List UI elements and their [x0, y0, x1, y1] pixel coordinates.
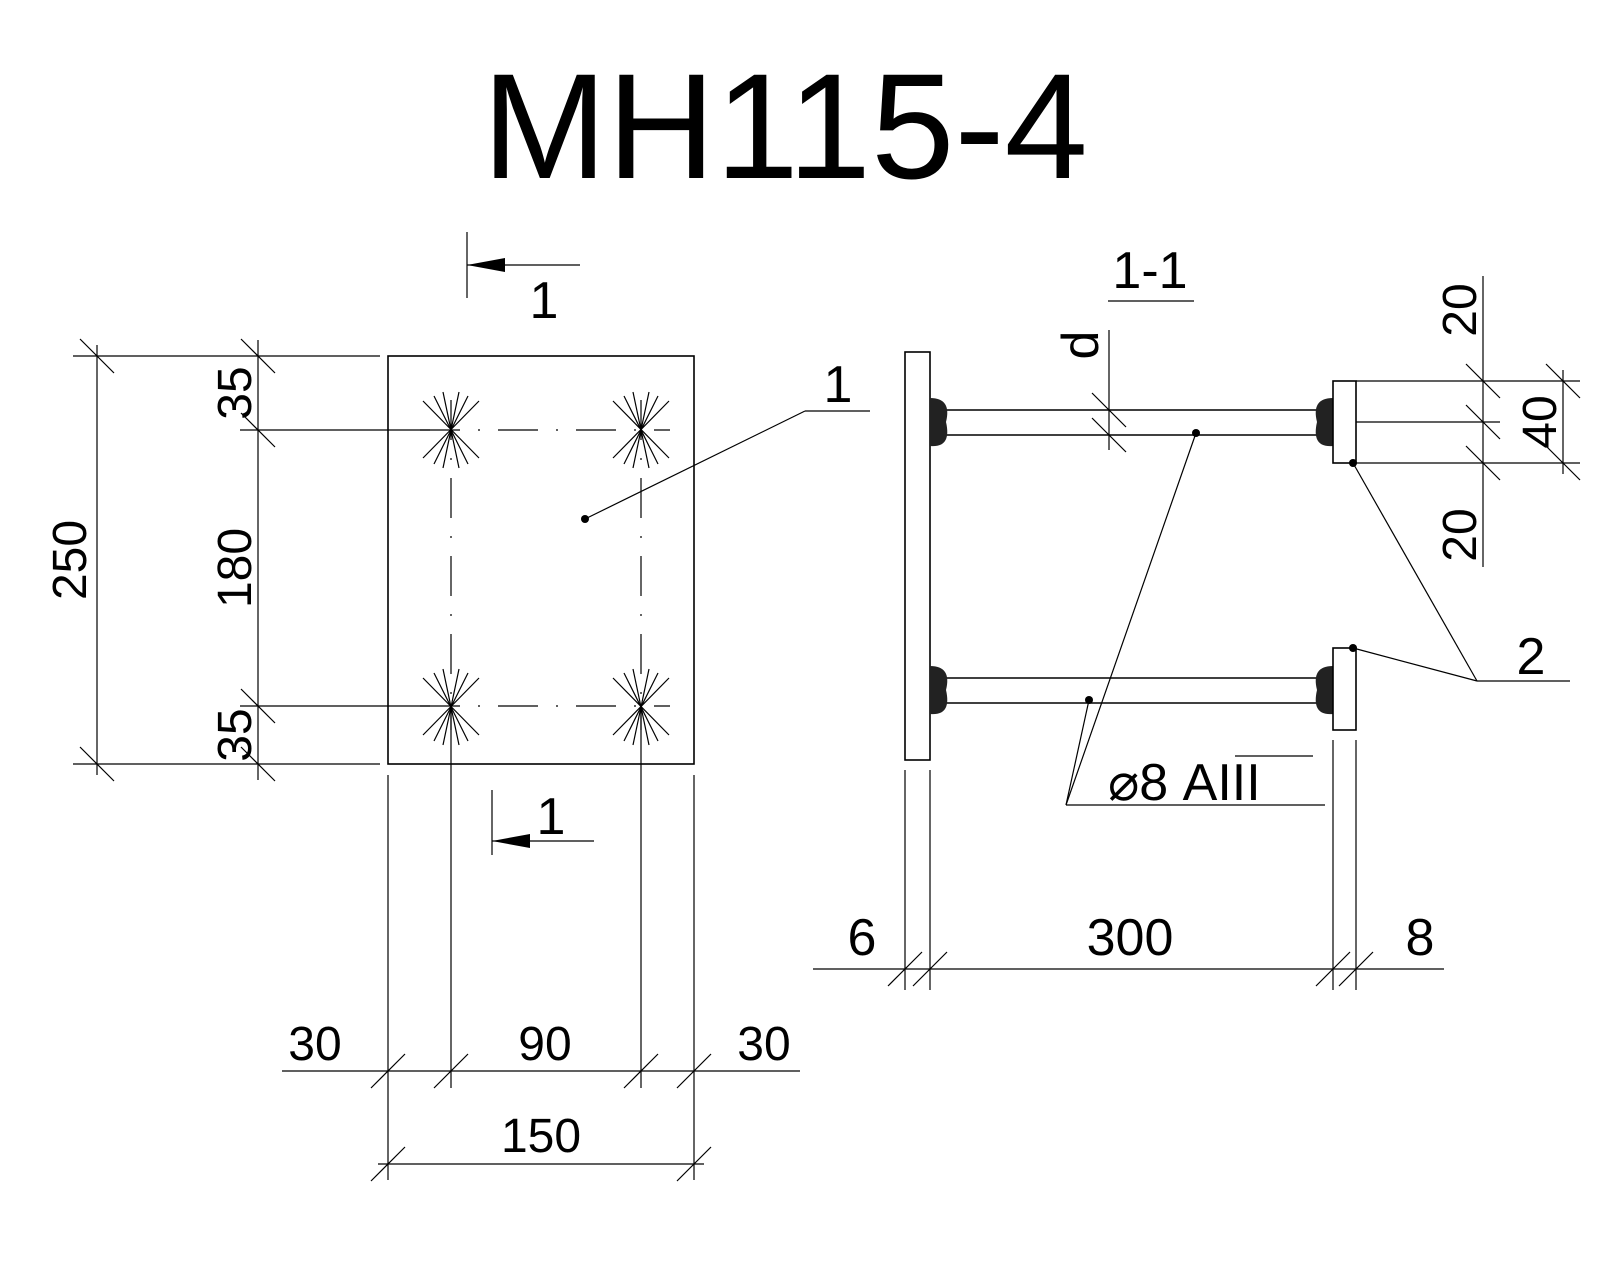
- dim-horizontal-bottom: 30 90 30 150: [282, 706, 800, 1182]
- diameter-label: d: [1052, 331, 1110, 360]
- dim-total-height: 250: [44, 520, 97, 600]
- drawing-title: МН115-4: [482, 42, 1088, 210]
- weld-top-right: [1315, 398, 1333, 447]
- end-plate-top: [1332, 380, 1357, 464]
- leader-part-1: 1: [581, 356, 870, 523]
- dim-bottom-gap: 20: [1434, 508, 1487, 561]
- section-view: 1-1 d ⌀8 АIII: [813, 242, 1581, 990]
- weld-top-left: [930, 398, 948, 447]
- dim-total-width: 150: [501, 1110, 581, 1163]
- dim-length: 300: [1087, 909, 1174, 967]
- plan-view: 1 1 1 250: [44, 232, 870, 1182]
- dim-top-gap: 20: [1434, 283, 1487, 336]
- dim-vertical-right: 20 40 20: [1356, 276, 1581, 567]
- dim-end-thickness: 8: [1406, 909, 1435, 967]
- section-mark-bottom-label: 1: [537, 788, 566, 846]
- part-2-label: 2: [1517, 628, 1546, 686]
- weld-bottom-right: [1315, 666, 1333, 715]
- end-plate-bottom: [1332, 647, 1357, 731]
- weld-bottom-left: [930, 666, 948, 715]
- anchor-mark-top-left: [422, 391, 480, 469]
- section-mark-top: 1: [466, 232, 580, 330]
- section-mark-top-label: 1: [530, 272, 559, 330]
- plan-plate: [387, 355, 695, 765]
- leader-part-1-label: 1: [824, 356, 853, 414]
- dim-center: 90: [518, 1018, 571, 1071]
- dim-diameter-d: d: [1052, 330, 1127, 453]
- dim-end-plate-height: 40: [1514, 395, 1567, 448]
- dim-vertical-left: 250 35 180 35: [44, 338, 430, 782]
- section-mark-bottom: 1: [491, 788, 594, 855]
- dim-left-margin: 30: [288, 1018, 341, 1071]
- dim-right-margin: 30: [737, 1018, 790, 1071]
- anchor-mark-top-right: [612, 391, 670, 469]
- dim-bottom-offset: 35: [209, 708, 262, 761]
- dim-plate-thickness: 6: [848, 909, 877, 967]
- dim-top-offset: 35: [209, 366, 262, 419]
- section-main-plate: [904, 351, 931, 761]
- dim-horizontal-section: 6 300 8: [813, 740, 1444, 990]
- leader-part-2: 2: [1349, 459, 1570, 686]
- section-title: 1-1: [1112, 242, 1187, 300]
- leader-rebar: ⌀8 АIII: [1065, 429, 1325, 812]
- rebar-label: ⌀8 АIII: [1108, 754, 1261, 812]
- dim-middle: 180: [209, 528, 262, 608]
